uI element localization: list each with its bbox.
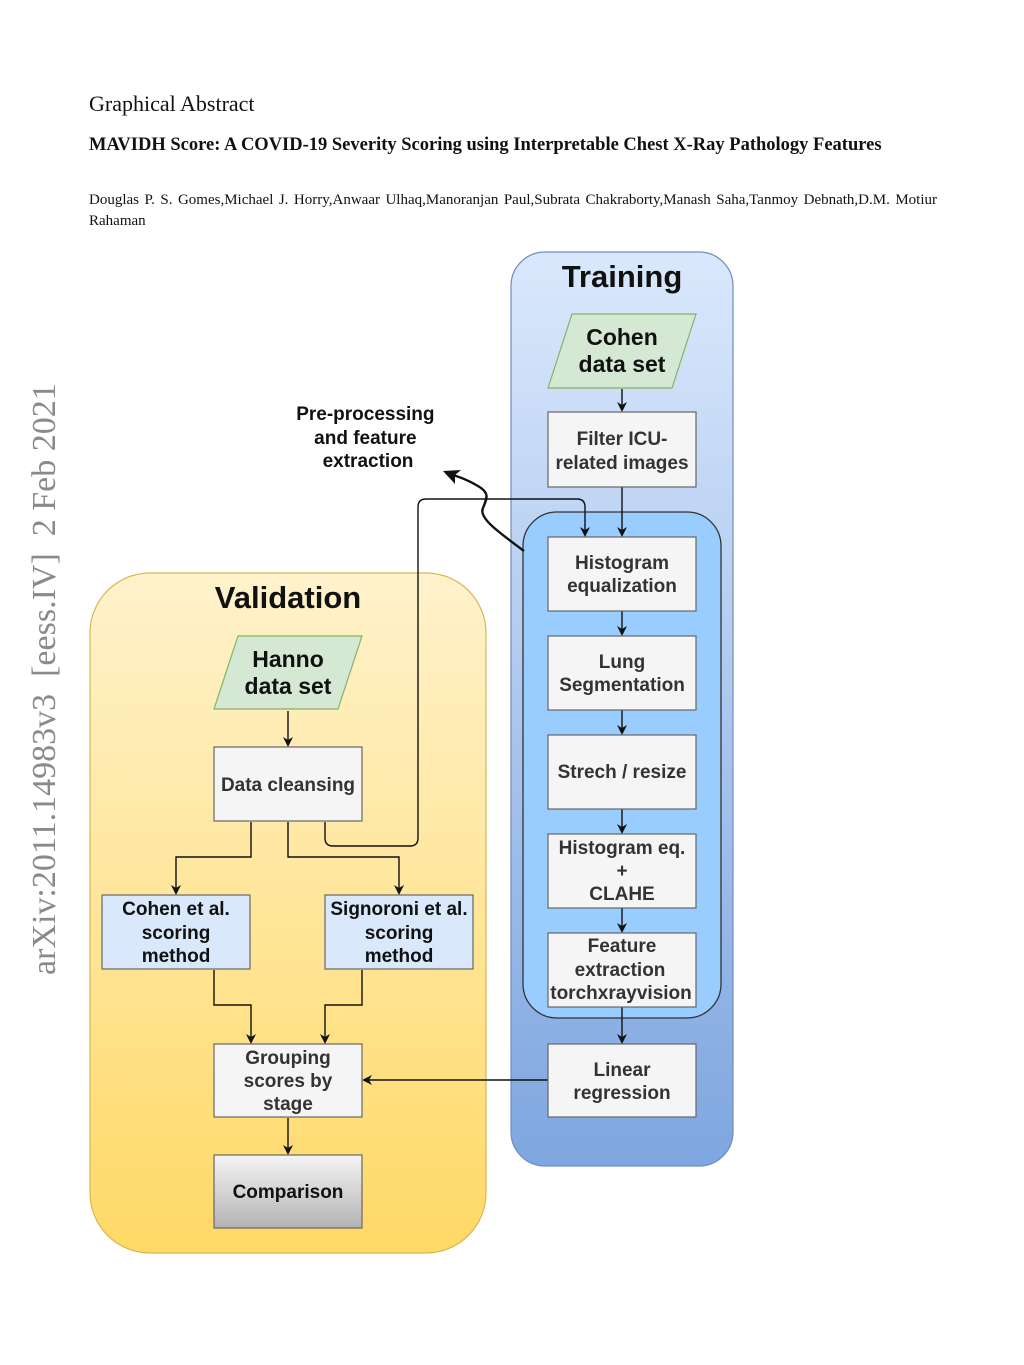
connector-cleansing-to-signoroni-method bbox=[287, 822, 404, 895]
validation-panel bbox=[89, 572, 487, 1254]
node-data-cleansing[interactable]: Data cleansing bbox=[213, 746, 363, 822]
node-histogram-clahe[interactable]: Histogram eq.+CLAHE bbox=[547, 833, 697, 909]
callout-arrow-preprocessing bbox=[445, 471, 525, 552]
connector-cohen-method-to-grouping bbox=[213, 970, 256, 1044]
node-comparison[interactable]: Comparison bbox=[213, 1154, 363, 1229]
callout-arrowhead bbox=[443, 470, 461, 484]
node-filter-icu[interactable]: Filter ICU-related images bbox=[547, 411, 697, 488]
svg-text:Strech / resize: Strech / resize bbox=[558, 762, 687, 783]
training-title: Training bbox=[562, 259, 683, 294]
node-stretch-resize[interactable]: Strech / resize bbox=[547, 734, 697, 810]
preprocessing-label: Pre-processing and feature extraction bbox=[296, 404, 440, 472]
svg-text:Data cleansing: Data cleansing bbox=[221, 775, 355, 796]
validation-title: Validation bbox=[215, 580, 361, 615]
paper-authors: Douglas P. S. Gomes,Michael J. Horry,Anw… bbox=[89, 192, 937, 229]
connector-cleansing-to-cohen-method bbox=[171, 822, 252, 895]
svg-text:Comparison: Comparison bbox=[233, 1182, 344, 1203]
svg-text:Histogram eq.+CLAHE: Histogram eq.+CLAHE bbox=[559, 838, 686, 905]
svg-text:Filter ICU-related images: Filter ICU-related images bbox=[555, 429, 688, 474]
graphical-abstract-heading: Graphical Abstract bbox=[89, 91, 255, 116]
connector-signoroni-method-to-grouping bbox=[320, 970, 363, 1044]
paper-title: MAVIDH Score: A COVID-19 Severity Scorin… bbox=[89, 135, 882, 155]
connector-cleansing-to-preprocessing bbox=[324, 498, 590, 847]
